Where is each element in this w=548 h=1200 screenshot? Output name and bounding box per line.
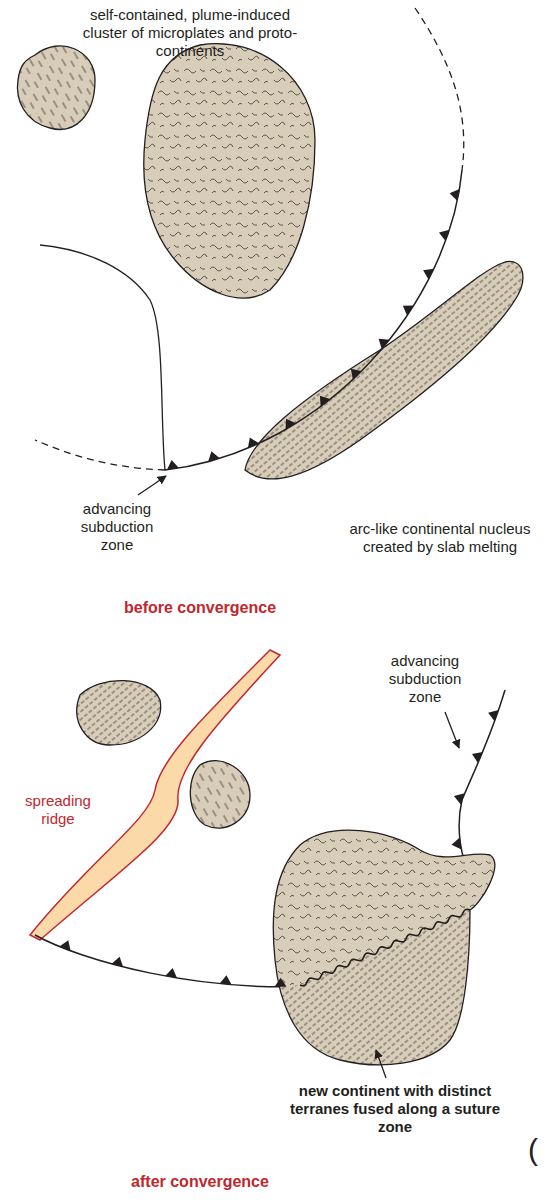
subduction-tooth — [320, 396, 330, 407]
plate-boundary-dashed — [35, 440, 165, 470]
subduction-zone — [459, 690, 505, 875]
subduction-tooth — [167, 460, 179, 470]
proto-continent — [144, 44, 315, 298]
subduction-teeth — [59, 189, 498, 987]
small-microplate — [190, 761, 250, 828]
subduction-zone — [165, 170, 462, 470]
panel-caption: before convergence — [80, 598, 320, 617]
subduction-tooth — [452, 838, 462, 850]
region-label: self-contained, plume-induced cluster of… — [70, 6, 310, 60]
subduction-tooth — [450, 189, 460, 201]
plate-boundary-dashed — [415, 8, 464, 170]
callout-label: arc-like continental nucleus created by … — [345, 520, 535, 556]
subduction-tooth — [165, 968, 177, 978]
new-continent — [273, 830, 494, 1065]
subduction-tooth — [472, 752, 483, 763]
leader-arrow — [445, 712, 459, 748]
subduction-tooth — [423, 269, 434, 280]
subduction-tooth — [351, 369, 362, 380]
subduction-tooth — [59, 940, 70, 951]
subduction-tooth — [286, 419, 296, 430]
subduction-tooth — [112, 957, 124, 967]
panel-letter: ( — [522, 1132, 544, 1168]
subduction-tooth — [379, 339, 390, 349]
subduction-tooth — [439, 230, 449, 241]
leader-arrow — [138, 476, 166, 495]
panel-caption: after convergence — [80, 1172, 320, 1191]
subduction-tooth — [248, 437, 259, 448]
arc-nucleus — [245, 262, 523, 479]
callout-label: new continent with distinct terranes fus… — [280, 1082, 510, 1136]
microplate — [77, 681, 161, 745]
subduction-tooth — [275, 978, 287, 987]
small-microplate — [17, 46, 95, 129]
callout-label: advancing subduction zone — [375, 652, 475, 706]
leader-arrow — [376, 1050, 386, 1078]
callout-label: advancing subduction zone — [70, 500, 165, 554]
subduction-tooth — [220, 975, 232, 984]
subduction-tooth — [403, 306, 414, 316]
subduction-tooth — [454, 793, 465, 804]
subduction-tooth — [208, 451, 220, 461]
suture-zone — [300, 909, 470, 985]
subduction-tooth — [488, 710, 498, 721]
plate-boundary — [40, 245, 165, 470]
ridge-label: spreading ridge — [15, 792, 101, 828]
